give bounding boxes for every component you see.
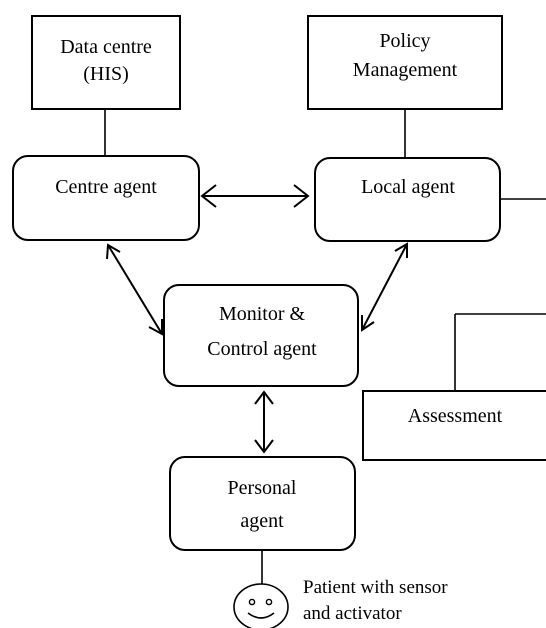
arrow-monitor-personal [254, 390, 274, 454]
personal-label-line1: Personal [228, 477, 297, 499]
monitor-label-line1: Monitor & [219, 303, 306, 325]
personal-agent-box: Personal agent [169, 456, 356, 551]
assessment-box: Assessment [362, 390, 546, 461]
assessment-label: Assessment [408, 405, 503, 427]
patient-label-line2: and activator [303, 603, 402, 624]
arrow-local-monitor [361, 242, 408, 332]
patient-label-line1: Patient with sensor [303, 577, 448, 598]
policy-management-box: Policy Management [307, 15, 503, 110]
local-agent-label: Local agent [361, 176, 455, 198]
centre-agent-label: Centre agent [55, 176, 157, 198]
monitor-control-agent-box: Monitor & Control agent [163, 284, 359, 387]
centre-agent-box: Centre agent [12, 155, 200, 241]
smiley-face-icon [233, 583, 289, 628]
local-agent-box: Local agent [314, 157, 501, 242]
personal-label-line2: agent [240, 510, 284, 532]
policy-label-line2: Management [353, 59, 458, 81]
arrow-centre-local [200, 184, 310, 208]
data-centre-box: Data centre (HIS) [31, 15, 181, 110]
data-centre-label-line2: (HIS) [83, 63, 129, 85]
arrow-centre-monitor [106, 243, 163, 336]
monitor-label-line2: Control agent [207, 338, 317, 360]
data-centre-label-line1: Data centre [60, 36, 152, 58]
policy-label-line1: Policy [379, 30, 430, 52]
